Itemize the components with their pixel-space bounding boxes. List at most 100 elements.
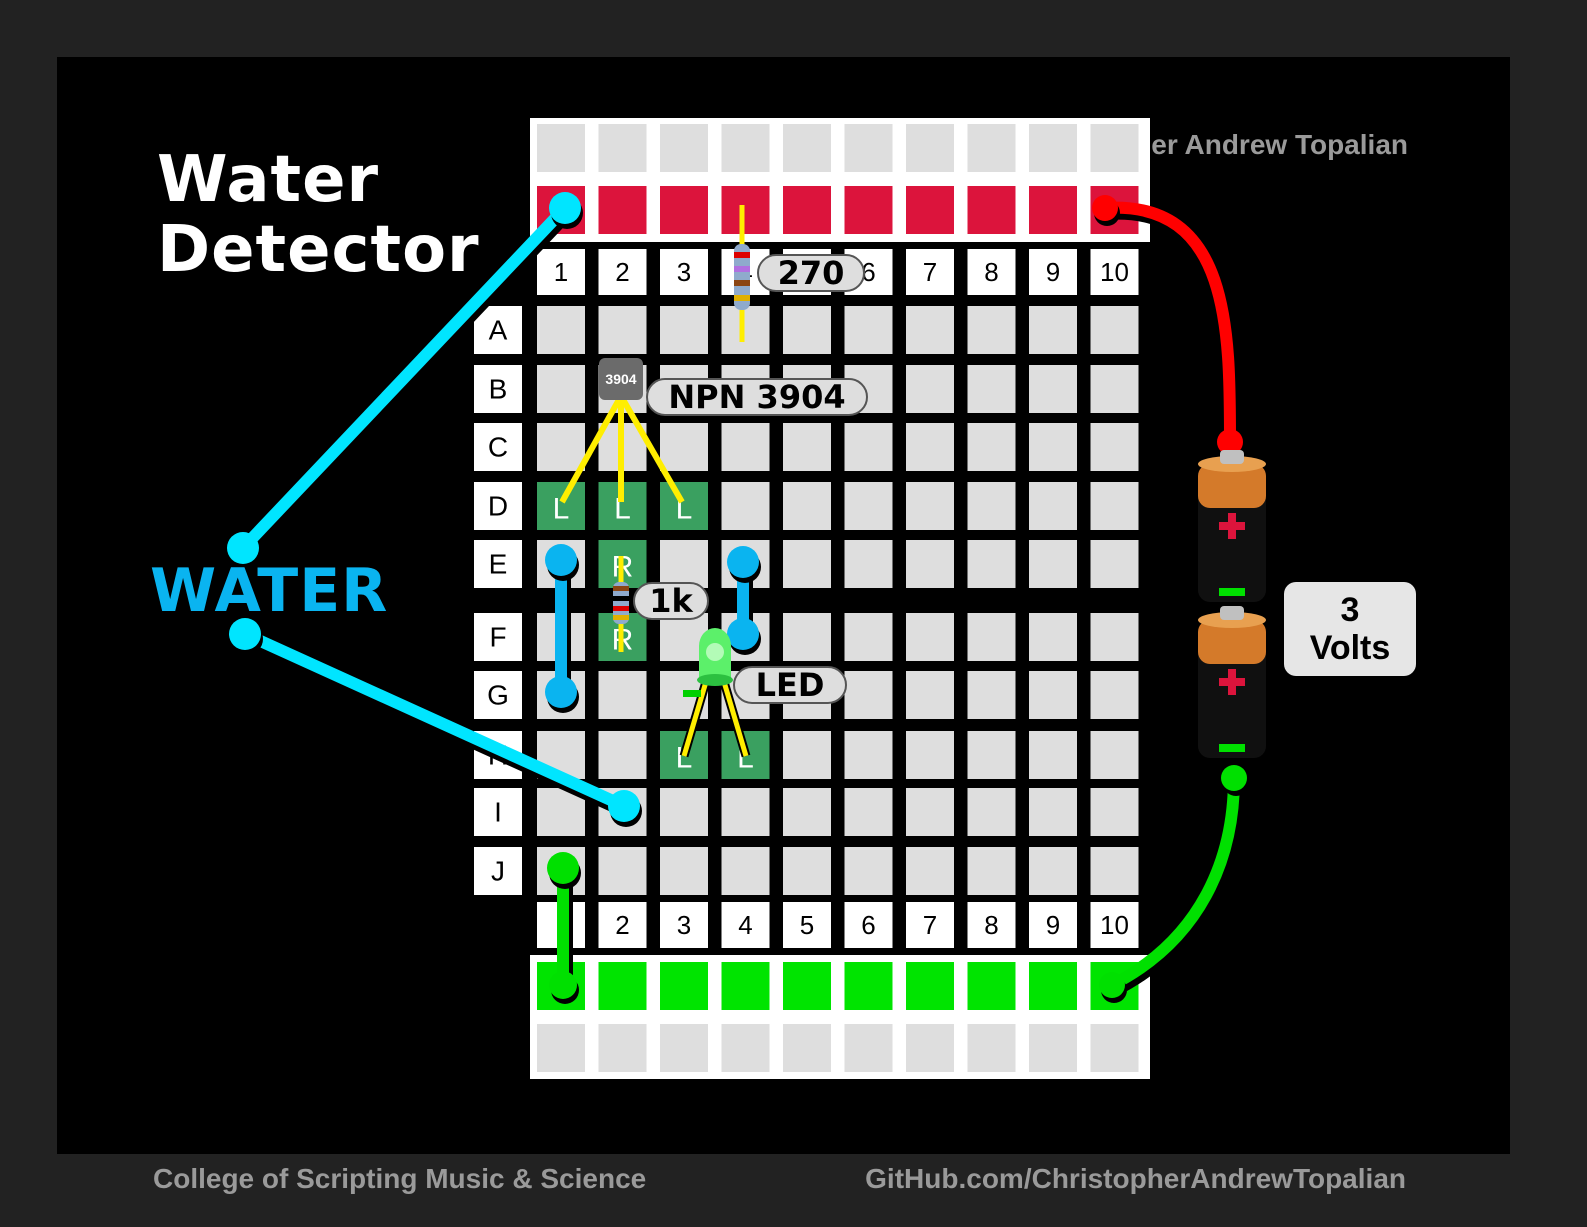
breadboard-hole [906,671,954,719]
battery-copper-top [1198,464,1266,508]
title-line-1: Water [157,143,380,217]
breadboard-hole [783,482,831,530]
breadboard-hole [844,731,893,779]
battery-2 [1198,606,1266,758]
battery-positive-wire [1099,201,1236,448]
row-header [474,482,522,530]
rail-hole-bottom [906,1024,954,1072]
battery-1 [1198,450,1266,602]
breadboard-hole [783,731,831,779]
breadboard-hole [660,847,708,895]
negative-rail-hole [783,962,831,1010]
breadboard-hole [783,540,831,588]
breadboard-hole [967,423,1016,471]
probe-tip-top [227,532,259,564]
breadboard-hole [598,671,647,719]
negative-rail-hole [906,962,954,1010]
column-header-top [598,249,647,295]
water-probe-wire-1 [237,202,571,554]
breadboard-hole [967,847,1016,895]
footer-college: College of Scripting Music & Science [153,1163,647,1194]
positive-rail-hole [598,186,647,234]
breadboard-hole [598,731,647,779]
breadboard-hole [906,788,954,836]
resistor-band [734,266,750,272]
breadboard-hole [967,306,1016,354]
breadboard-hole [906,306,954,354]
column-number-top: 2 [615,257,629,287]
voltage-value: 3 [1340,591,1360,629]
row-letter: C [488,432,508,463]
rail-hole-bottom [783,1024,831,1072]
footer-github: GitHub.com/ChristopherAndrewTopalian [865,1163,1406,1194]
battery-voltage-label: 3 Volts [1284,582,1416,676]
jumper-end-e1 [545,544,577,576]
column-number-bottom: 3 [677,910,691,940]
column-number-top: 3 [677,257,691,287]
rail-hole-bottom [967,1024,1016,1072]
battery-copper-top [1198,620,1266,664]
positive-rail-hole [660,186,708,234]
breadboard-hole [967,671,1016,719]
jumper-end-f4 [727,618,759,650]
breadboard-hole [1029,847,1077,895]
breadboard-hole [537,423,585,471]
breadboard-hole [783,613,831,661]
jumper-end-g1 [545,676,577,708]
breadboard-hole [1029,671,1077,719]
breadboard-hole [1090,306,1139,354]
row-header [474,671,522,719]
breadboard-hole [1090,731,1139,779]
breadboard-hole [906,365,954,413]
positive-rail-hole [1029,186,1077,234]
column-number-top: 1 [554,257,568,287]
ground-jumper-bottom [549,971,577,999]
breadboard-hole [721,423,770,471]
led-label: LED [733,666,847,704]
breadboard-hole [598,847,647,895]
resistor-band [734,280,750,286]
title-line-2: Detector [157,213,480,287]
column-header-top [1090,249,1139,295]
resistor-band [613,596,629,601]
breadboard-hole [906,731,954,779]
breadboard-hole [783,788,831,836]
transistor-leg-emitter [559,394,624,504]
column-number-bottom: 6 [861,910,875,940]
column-header-top [967,249,1016,295]
resistor-band [734,295,750,301]
breadboard-hole [721,482,770,530]
rail-hole-bottom [537,1024,585,1072]
breadboard-hole [844,788,893,836]
battery-negative-wire [1106,772,1240,991]
resistor-270-label: 270 [757,254,865,292]
rail-hole-bottom [1029,1024,1077,1072]
voltage-unit: Volts [1309,629,1391,667]
breadboard-hole [1090,788,1139,836]
row-letter: F [489,622,506,653]
breadboard-hole [660,788,708,836]
rail-hole-bottom [598,1024,647,1072]
row-letter: E [489,549,508,580]
breadboard-hole [844,482,893,530]
column-header-top [906,249,954,295]
breadboard-hole [1029,365,1077,413]
diagram-title: Water Detector [157,145,480,285]
breadboard-hole [783,306,831,354]
breadboard-hole [721,847,770,895]
rail-hole-bottom [1090,1024,1139,1072]
breadboard-hole [844,847,893,895]
probe-end-i2 [608,790,640,822]
breadboard-hole [844,540,893,588]
resistor-band [613,615,629,620]
column-header-bottom [598,902,647,948]
transistor-chip-label: 3904 [605,371,636,387]
row-header [474,423,522,471]
column-number-bottom: 2 [615,910,629,940]
column-header-bottom [844,902,893,948]
led-leg-anode [719,674,749,757]
red-wire-end-battery [1217,429,1243,455]
column-number-bottom: 9 [1046,910,1060,940]
row-letter: A [489,315,508,346]
rail-hole-top [967,124,1016,172]
